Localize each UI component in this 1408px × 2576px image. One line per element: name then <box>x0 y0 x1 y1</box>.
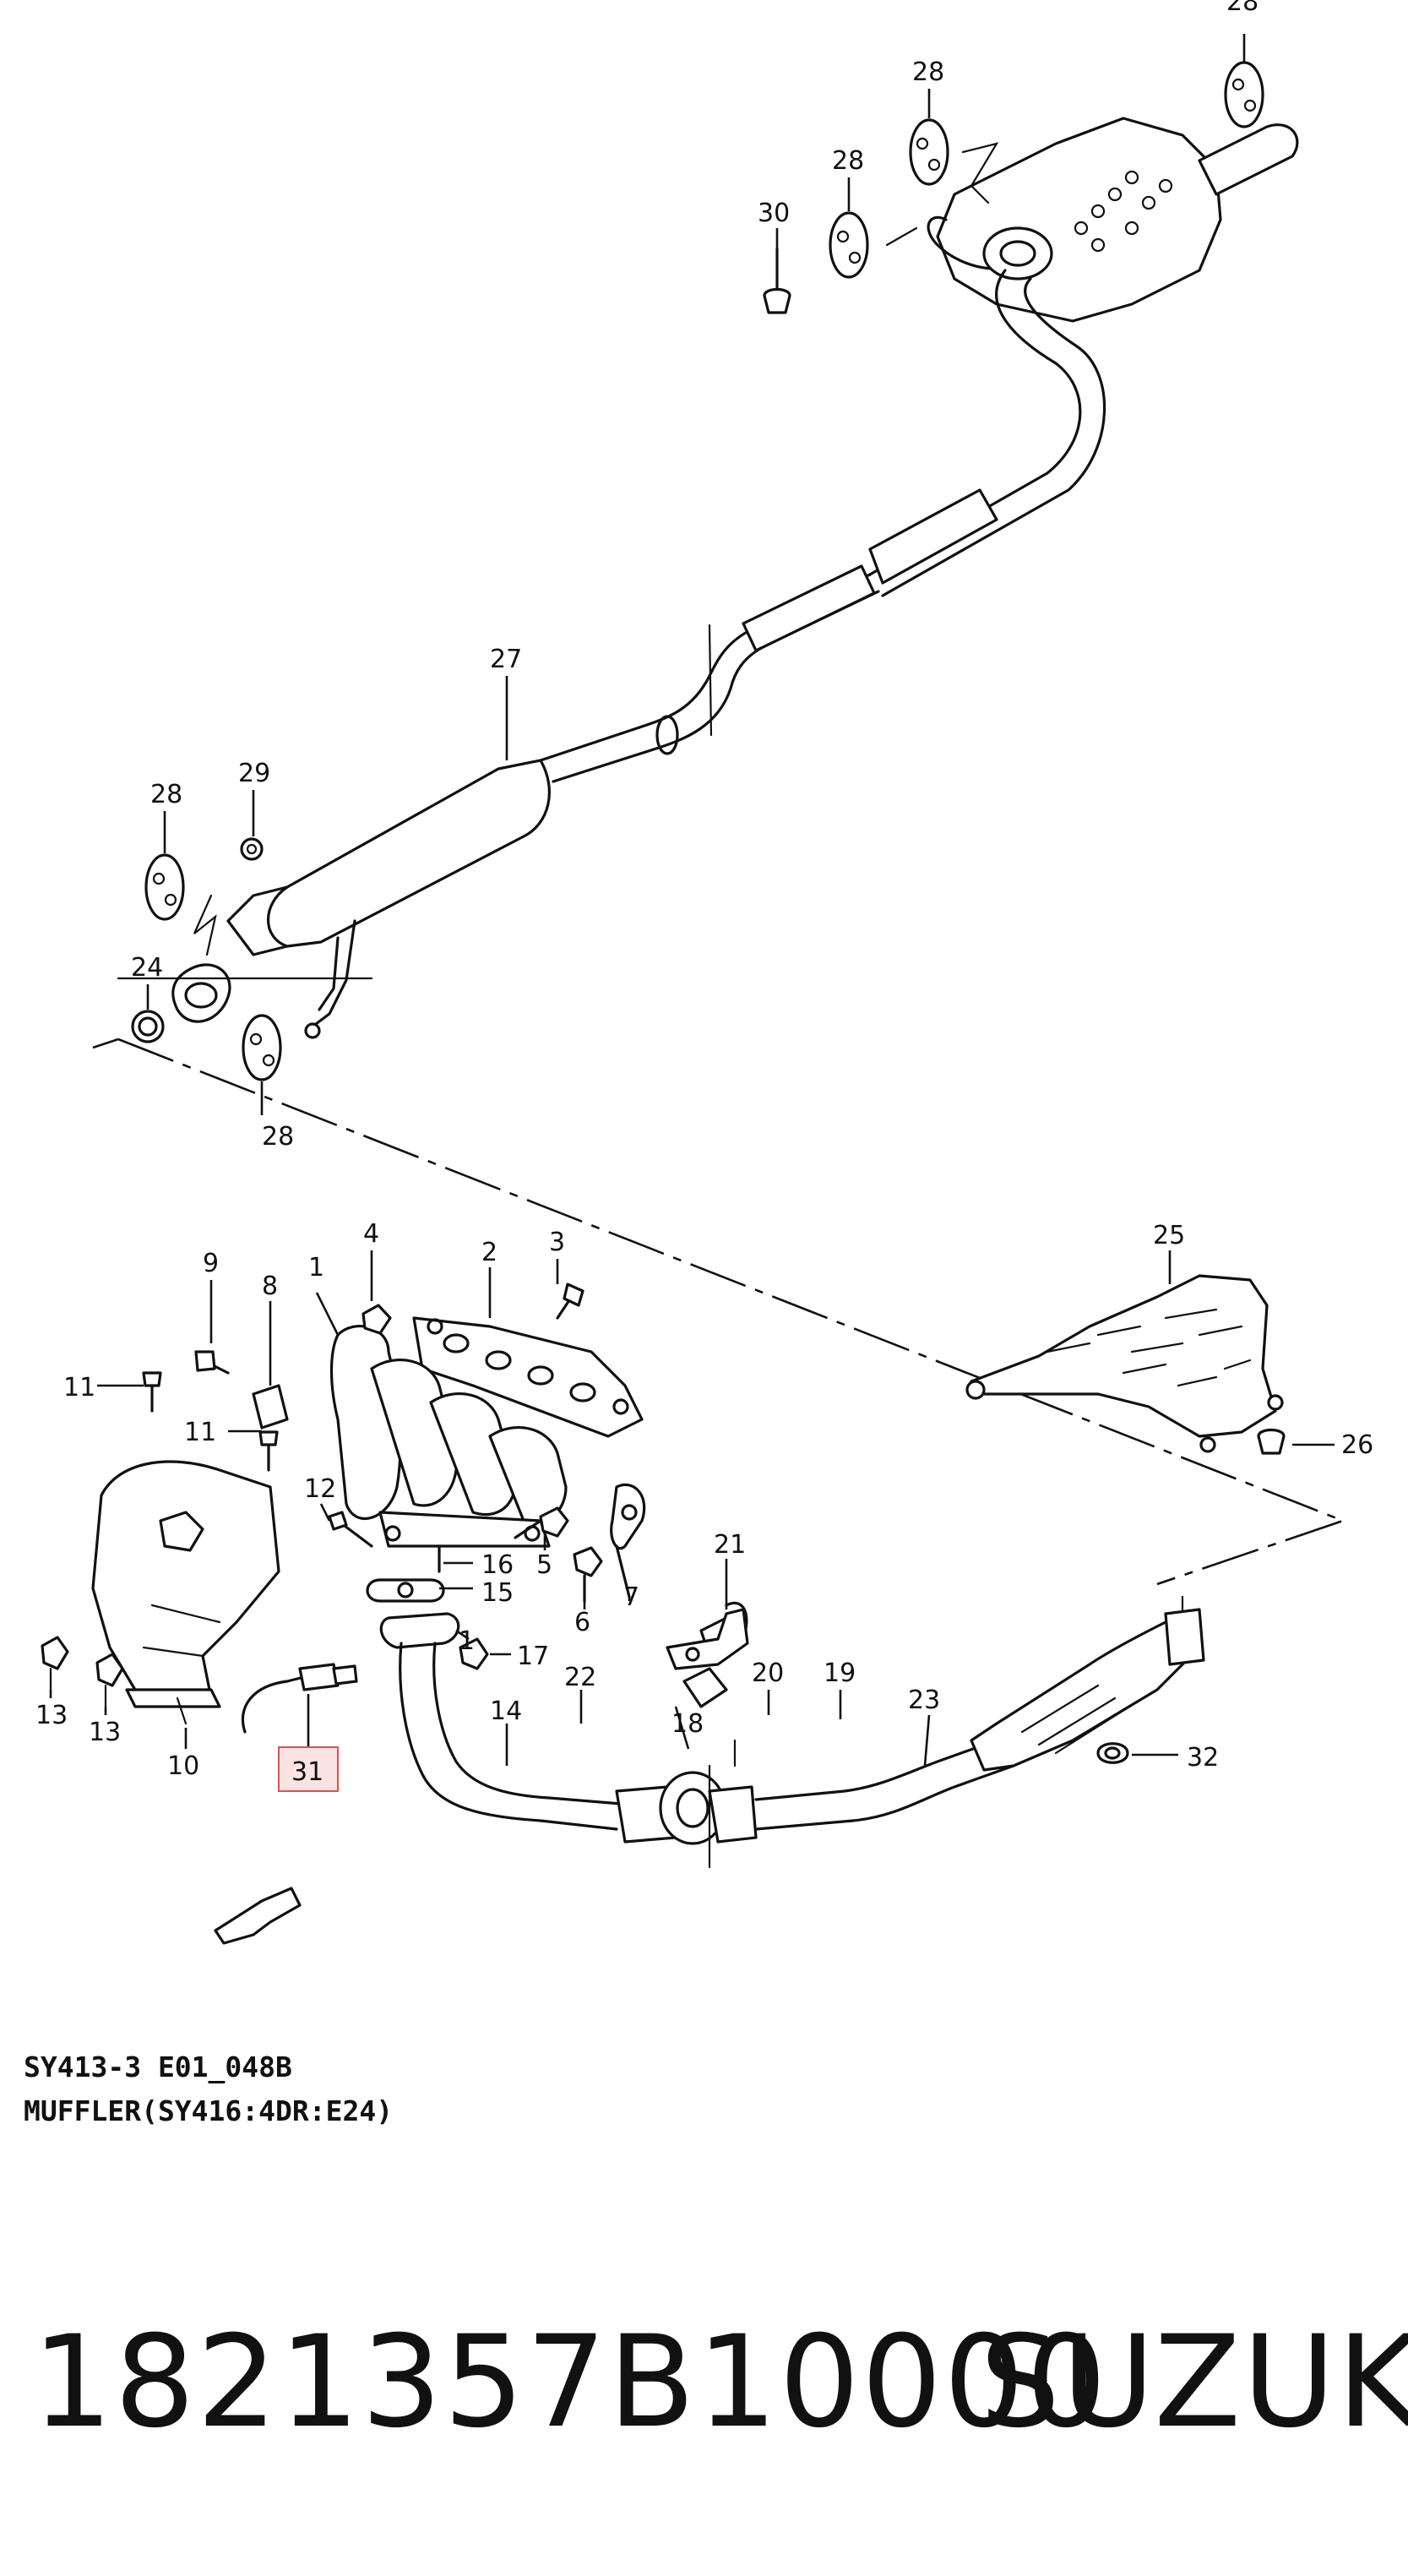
callout-13: 13 <box>35 1701 68 1730</box>
oxygen-sensor <box>241 1663 358 1734</box>
leader-lines <box>49 34 1335 1767</box>
rear-muffler <box>868 117 1299 597</box>
diagram-title: MUFFLER(SY416:4DR:E24) <box>24 2094 393 2127</box>
callout-28: 28 <box>262 1122 294 1152</box>
callout-15: 15 <box>481 1578 514 1608</box>
callout-2: 2 <box>481 1238 497 1267</box>
callout-11: 11 <box>63 1373 95 1402</box>
callout-22: 22 <box>564 1663 596 1692</box>
callout-30: 30 <box>758 199 790 228</box>
callout-8: 8 <box>262 1272 278 1301</box>
callout-24: 24 <box>131 953 163 983</box>
callout-3: 3 <box>549 1228 565 1257</box>
callout-21: 21 <box>714 1530 746 1560</box>
fwd-arrow <box>214 1887 302 1945</box>
callout-32: 32 <box>1187 1743 1219 1773</box>
brand-name: SUZUKI <box>980 2309 1408 2456</box>
center-pipe <box>117 564 880 1043</box>
callout-23: 23 <box>908 1686 940 1715</box>
part-label-footer: 1821357B10000 SUZUKI <box>0 2298 1408 2467</box>
callout-10: 10 <box>167 1751 199 1781</box>
exhaust-manifold <box>329 1316 644 1548</box>
callout-12: 12 <box>304 1474 336 1504</box>
diagram-code: SY413-3 E01_048B <box>24 2050 292 2083</box>
callout-11: 11 <box>184 1418 216 1447</box>
callout-31: 31 <box>291 1757 323 1787</box>
callout-7: 7 <box>623 1582 639 1612</box>
callout-29: 29 <box>238 759 270 788</box>
callout-19: 19 <box>824 1658 856 1688</box>
callout-6: 6 <box>574 1608 590 1637</box>
rubber-hangers <box>144 61 1264 1081</box>
callout-5: 5 <box>536 1550 552 1580</box>
callout-28: 28 <box>1226 0 1259 17</box>
diagram-caption: SY413-3 E01_048B MUFFLER(SY416:4DR:E24) <box>24 2050 393 2127</box>
callout-13: 13 <box>89 1718 121 1747</box>
part-number: 1821357B10000 <box>32 2309 1109 2456</box>
callout-4: 4 <box>363 1219 379 1249</box>
callout-25: 25 <box>1153 1221 1185 1250</box>
callout-17: 17 <box>517 1642 549 1671</box>
bracket-21 <box>666 1608 749 1670</box>
callout-28: 28 <box>150 780 182 809</box>
front-pipe-14 <box>379 1612 758 1869</box>
callout-28: 28 <box>912 57 944 87</box>
callout-1: 1 <box>308 1253 324 1283</box>
callout-28: 28 <box>832 146 864 176</box>
catalytic-converter <box>733 1595 1205 1831</box>
exploded-parts-diagram: 28 28 28 30 27 28 29 24 28 25 26 4 3 2 1… <box>24 0 1373 2127</box>
highlighted-callout-box <box>278 1746 339 1792</box>
callout-18: 18 <box>671 1709 704 1739</box>
callout-9: 9 <box>203 1249 219 1278</box>
heat-shield-25 <box>965 1274 1286 1455</box>
callout-14: 14 <box>490 1696 522 1726</box>
callout-labels: 28 28 28 30 27 28 29 24 28 25 26 4 3 2 1… <box>35 0 1373 1792</box>
callout-20: 20 <box>752 1658 784 1688</box>
reference-lines <box>92 1037 1346 1586</box>
callout-26: 26 <box>1341 1430 1373 1460</box>
callout-1: 1 <box>459 1626 475 1656</box>
manifold-heat-shield <box>41 1371 280 1725</box>
callout-16: 16 <box>481 1550 514 1580</box>
callout-27: 27 <box>490 645 522 674</box>
